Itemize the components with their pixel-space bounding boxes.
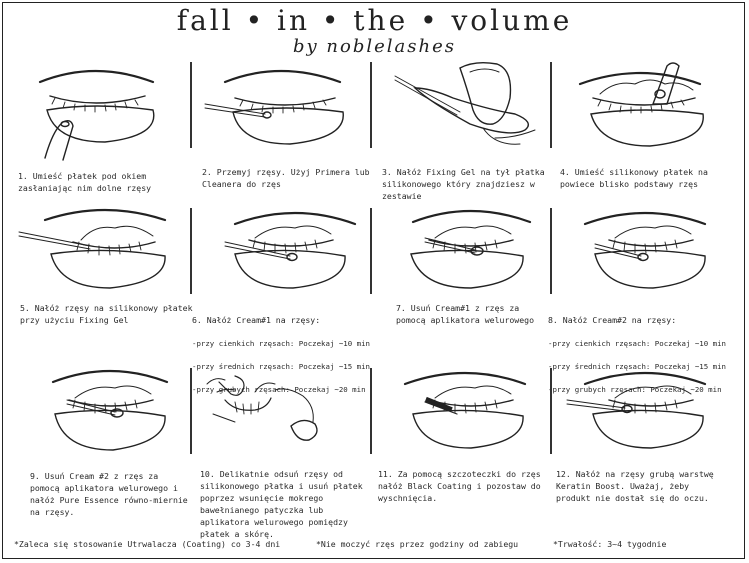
- illustration-step-8: [555, 202, 735, 312]
- divider: [550, 62, 552, 148]
- illustration-step-1: [15, 58, 195, 168]
- step-6-note: -przy cienkich rzęsach: Poczekaj ~10 min: [192, 339, 370, 348]
- footer-duration-note: *Trwałość: 3~4 tygodnie: [553, 539, 667, 549]
- step-9-caption: 9. Usuń Cream #2 z rzęs za pomocą aplika…: [30, 471, 188, 517]
- footer-coating-note: *Zaleca się stosowanie Utrwalacza (Coati…: [14, 539, 281, 549]
- illustration-step-7: [375, 202, 555, 312]
- step-5-caption: 5. Nałóż rzęsy na silikonowy płatek przy…: [20, 303, 193, 325]
- step-7-caption: 7. Usuń Cream#1 z rzęs za pomocą aplikat…: [396, 303, 535, 325]
- illustration-step-11: [375, 362, 555, 472]
- illustration-step-10: [195, 362, 375, 472]
- step-11-caption: 11. Za pomocą szczoteczki do rzęs nałóż …: [378, 469, 541, 503]
- illustration-step-6: [195, 202, 375, 312]
- page-title: fall • in • the • volume: [176, 4, 573, 37]
- illustration-step-4: [555, 58, 735, 168]
- step-12-caption: 12. Nałóż na rzęsy grubą warstwę Keratin…: [556, 469, 714, 503]
- divider: [370, 208, 372, 294]
- illustration-step-3: [375, 58, 555, 168]
- divider: [370, 368, 372, 454]
- divider: [550, 368, 552, 454]
- step-8-caption: 8. Nałóż Cream#2 na rzęsy: -przy cienkic…: [548, 302, 738, 407]
- illustration-step-5: [15, 202, 195, 312]
- illustration-step-2: [195, 58, 375, 168]
- divider: [190, 208, 192, 294]
- step-2-caption: 2. Przemyj rzęsy. Użyj Primera lub Clean…: [202, 167, 370, 189]
- step-3-caption: 3. Nałóż Fixing Gel na tył płatka siliko…: [382, 167, 545, 201]
- step-4-caption: 4. Umieść silikonowy płatek na powiece b…: [560, 167, 708, 189]
- step-8-note: -przy cienkich rzęsach: Poczekaj ~10 min: [548, 339, 726, 348]
- step-8-note: -przy średnich rzęsach: Poczekaj ~15 min: [548, 362, 726, 371]
- step-1-caption: 1. Umieść płatek pod okiem zasłaniając n…: [18, 171, 152, 193]
- step-8-note: -przy grubych rzęsach: Poczekaj ~20 min: [548, 385, 722, 394]
- divider: [550, 208, 552, 294]
- divider: [190, 62, 192, 148]
- step-6-note: -przy średnich rzęsach: Poczekaj ~15 min: [192, 362, 370, 371]
- divider: [370, 62, 372, 148]
- step-10-caption: 10. Delikatnie odsuń rzęsy od silikonowe…: [200, 469, 363, 539]
- footer-water-note: *Nie moczyć rzęs przez godziny od zabieg…: [316, 539, 519, 549]
- illustration-step-12: [555, 362, 735, 472]
- divider: [190, 368, 192, 454]
- page-subtitle: by noblelashes: [293, 36, 456, 57]
- illustration-step-9: [15, 362, 195, 472]
